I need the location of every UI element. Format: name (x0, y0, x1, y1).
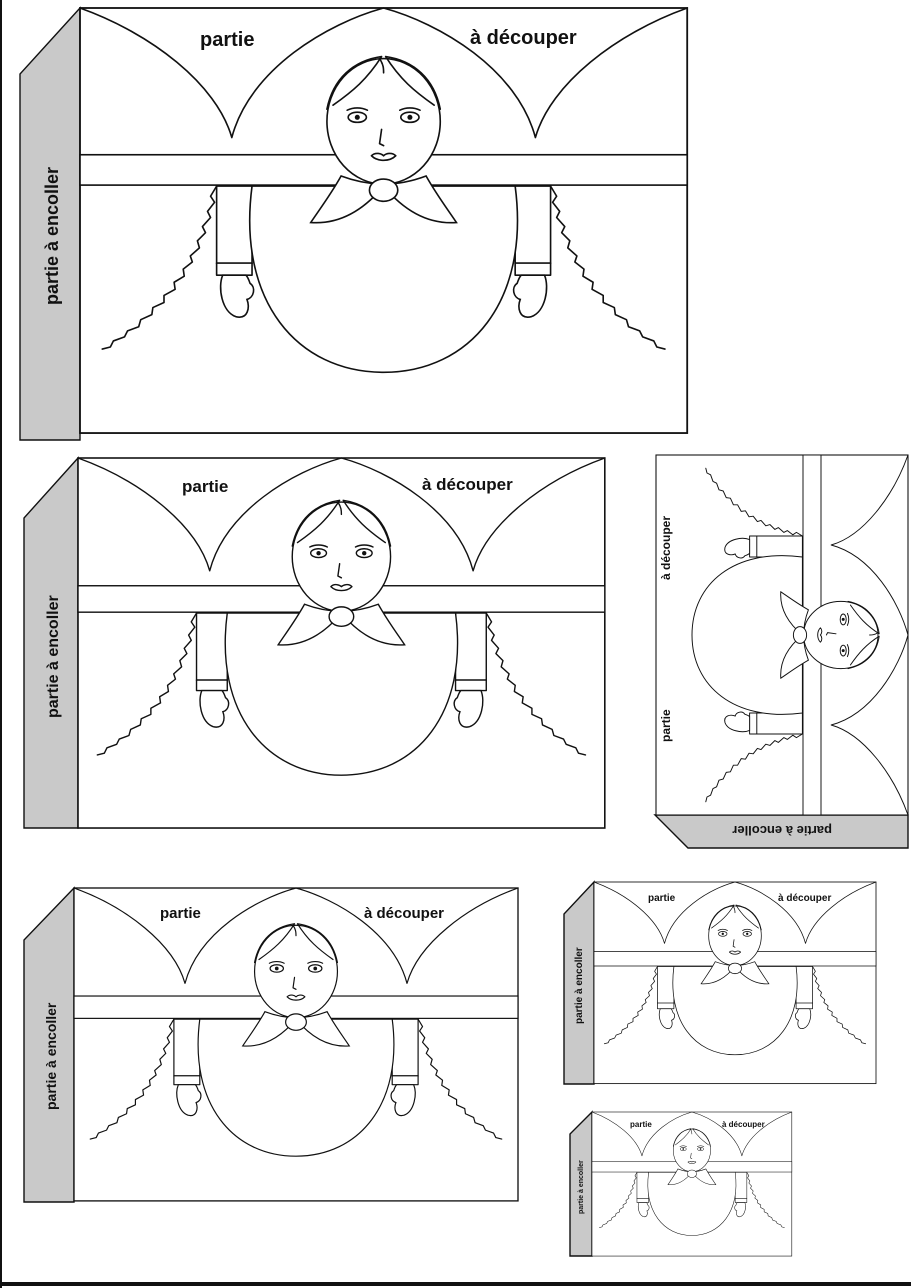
cut-label-left: partie (200, 29, 254, 51)
template-medium-2: partie à découper partie à encoller (23, 886, 519, 1203)
cut-label-left: partie (182, 477, 228, 496)
template-medium-1: partie à découper partie à encoller (23, 456, 606, 829)
template-rotated: à découper partie partie à encoller (653, 454, 909, 849)
cut-label-right: à découper (422, 475, 513, 494)
glue-label: partie à encoller (45, 595, 62, 718)
cut-label-right: à découper (778, 893, 831, 904)
cut-label-right: à découper (364, 905, 444, 922)
glue-label: partie à encoller (43, 1002, 59, 1110)
rotated-cut-label-top: à découper (659, 516, 673, 580)
glue-label: partie à encoller (42, 167, 62, 305)
rotated-cut-label-bottom: partie (659, 709, 673, 742)
cut-label-right: à découper (722, 1120, 765, 1129)
template-small: partie à découper partie à encoller (563, 880, 877, 1085)
cut-label-right: à découper (470, 27, 577, 49)
glue-label: partie à encoller (574, 947, 585, 1024)
glue-label: partie à encoller (578, 1160, 585, 1214)
cut-label-left: partie (630, 1120, 652, 1129)
cut-label-left: partie (648, 893, 676, 904)
template-large: partie à découper partie à encoller (19, 6, 689, 441)
glue-label: partie à encoller (732, 823, 832, 838)
template-smallest: partie à découper partie à encoller (569, 1110, 793, 1257)
cut-label-left: partie (160, 905, 201, 922)
